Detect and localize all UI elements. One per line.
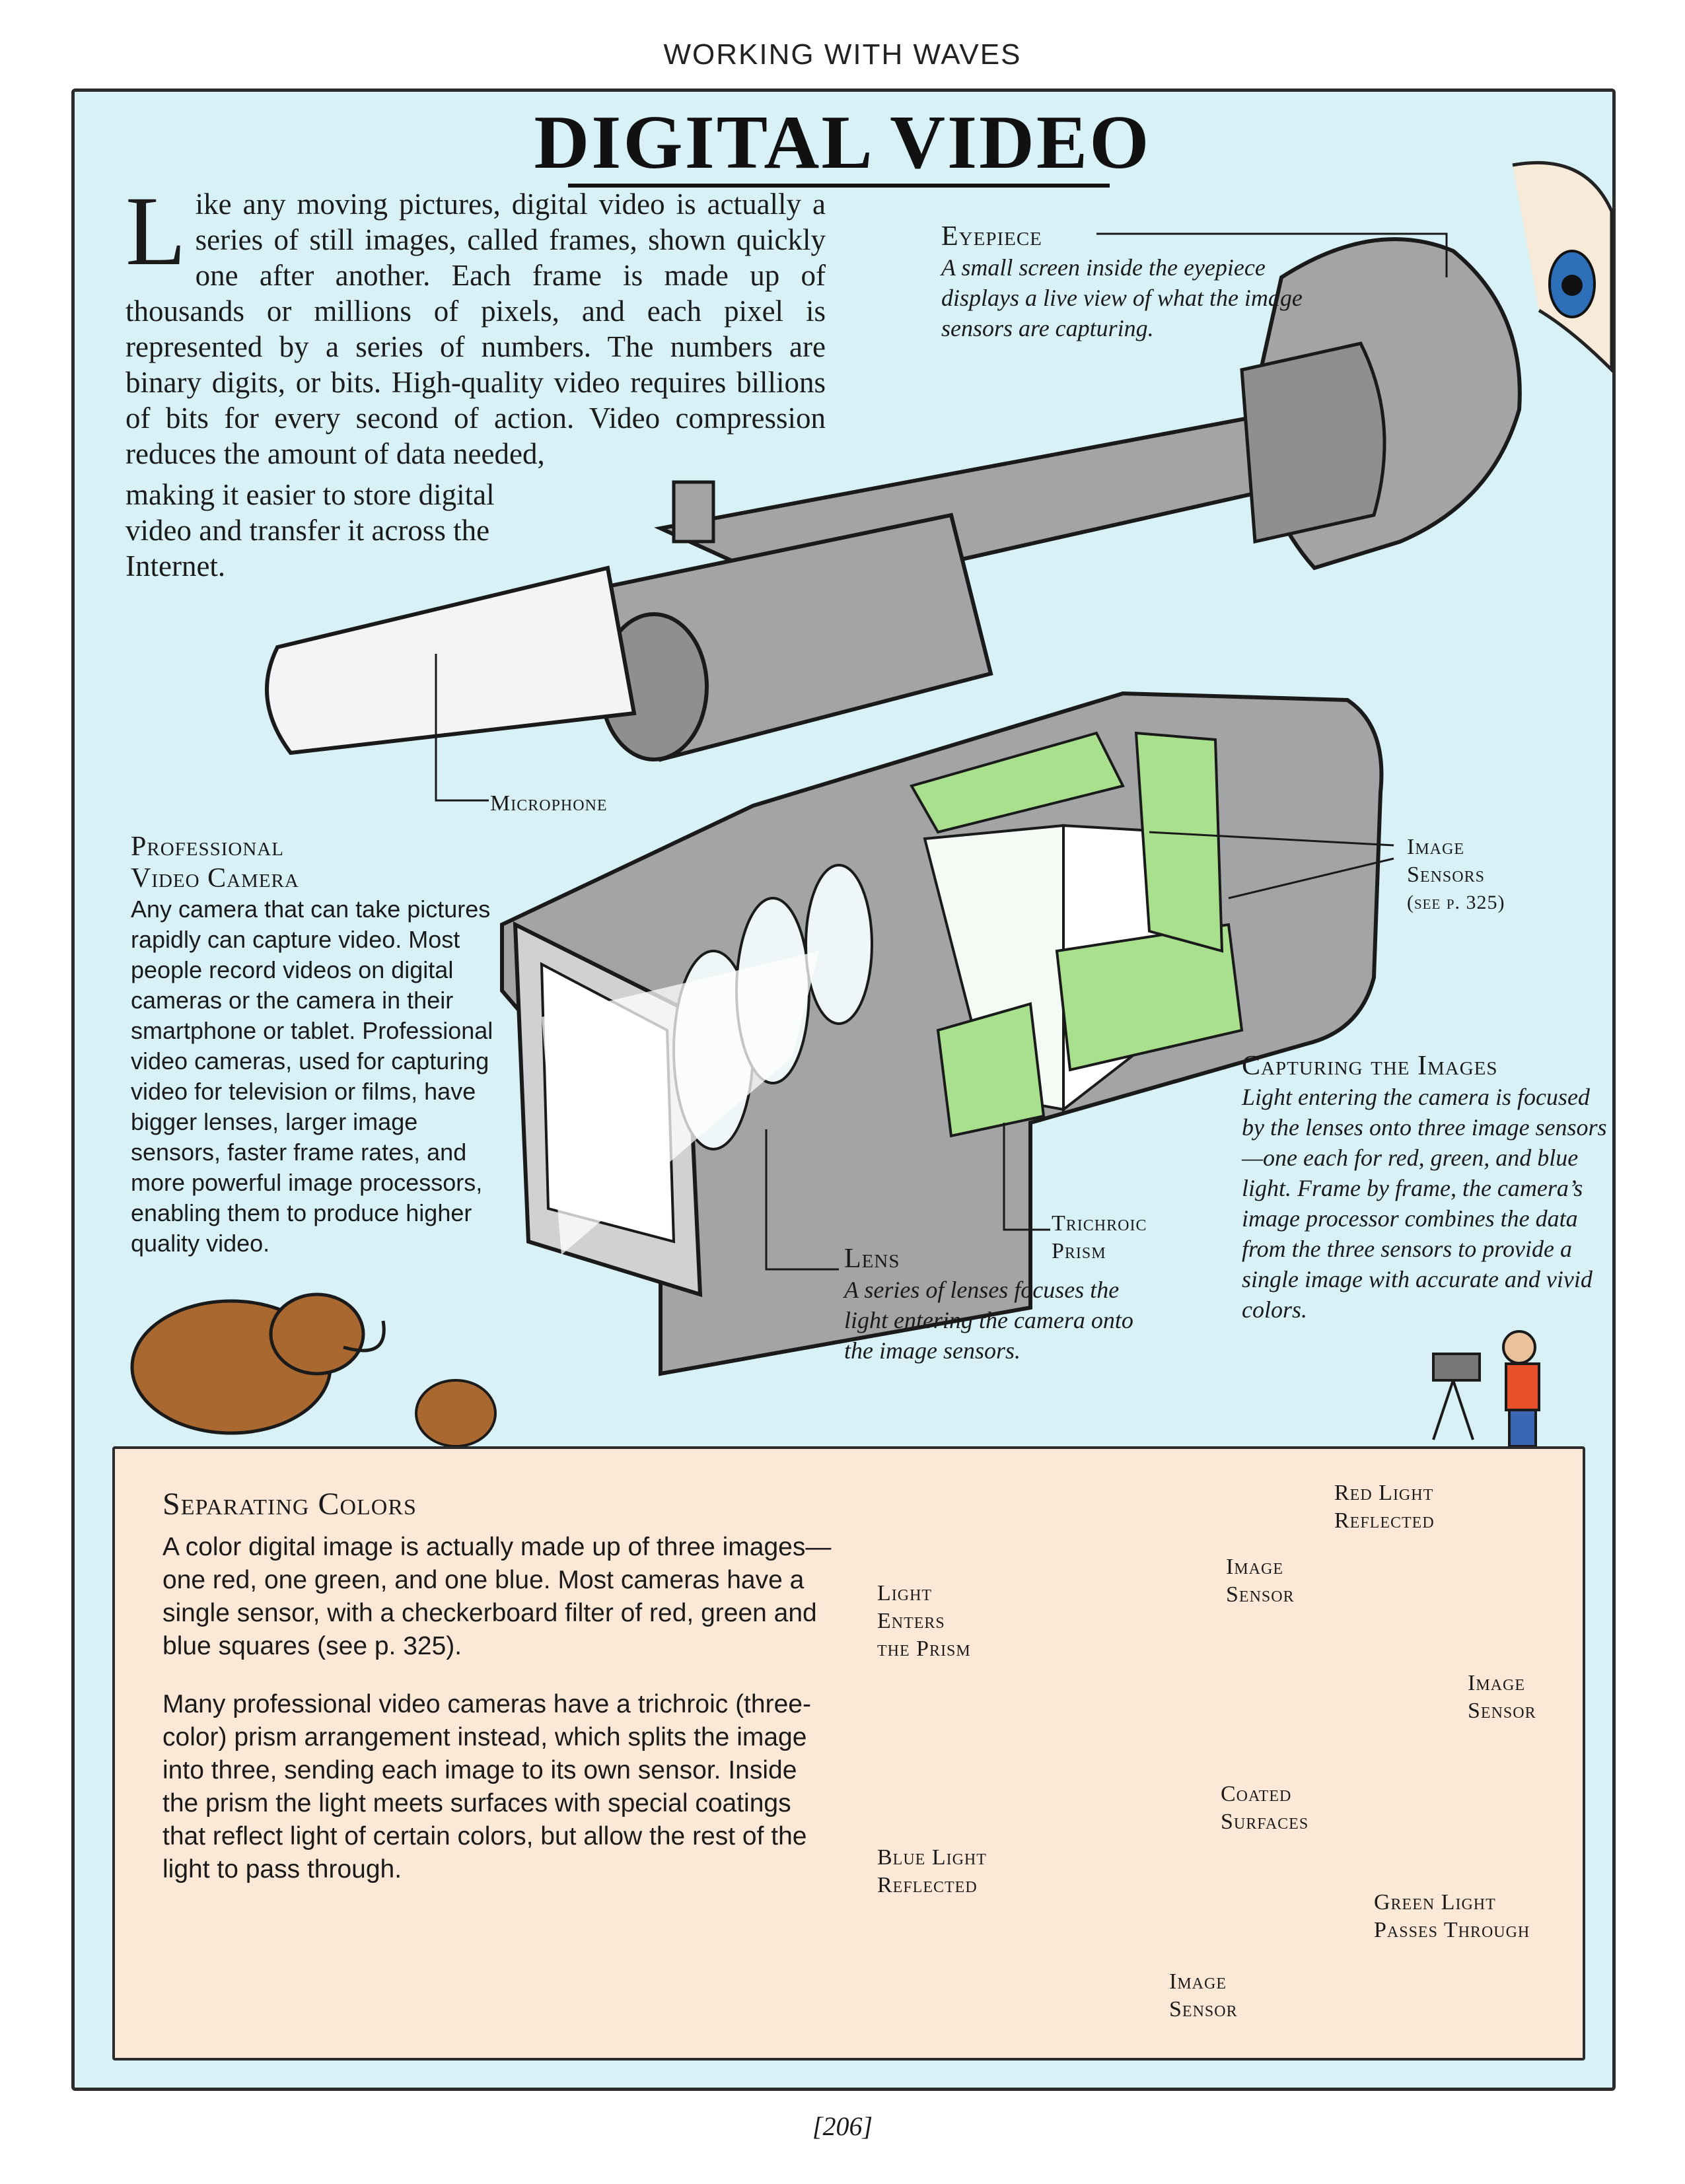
image-sensor-bottom-line1: Image [1169, 1969, 1227, 1994]
eyepiece-callout: Eyepiece A small screen inside the eyepi… [941, 221, 1311, 343]
image-sensor-right-line1: Image [1468, 1671, 1525, 1695]
separating-colors-p1: A color digital image is actually made u… [162, 1533, 832, 1660]
page-number: [206] [812, 2111, 873, 2141]
microphone-label: Microphone [490, 791, 608, 816]
intro-body: ike any moving pictures, digital video i… [125, 188, 826, 470]
mammoth-illustration [130, 1292, 497, 1448]
green-light-label: Green Light Passes Through [1374, 1889, 1530, 1944]
coated-surfaces-line2: Surfaces [1221, 1810, 1309, 1834]
image-sensors-label-line3: (see p. 325) [1407, 892, 1505, 913]
drop-cap: L [125, 176, 186, 286]
light-beam [542, 951, 819, 1255]
light-enters-line3: the Prism [877, 1637, 971, 1661]
light-enters-line1: Light [877, 1581, 933, 1605]
title-rule [568, 184, 1110, 188]
blue-light-line1: Blue Light [877, 1845, 987, 1870]
separating-colors-p2: Many professional video cameras have a t… [162, 1690, 811, 1884]
coated-surfaces-line1: Coated [1221, 1782, 1292, 1806]
red-light-label-line2: Reflected [1334, 1508, 1435, 1533]
capturing-callout: Capturing the Images Light entering the … [1242, 1050, 1612, 1325]
red-light-label: Red Light Reflected [1334, 1479, 1435, 1535]
lens-callout: Lens A series of lenses focuses the ligh… [844, 1243, 1135, 1366]
image-sensor-right-label: Image Sensor [1468, 1670, 1536, 1725]
green-light-line1: Green Light [1374, 1890, 1496, 1915]
capturing-heading: Capturing the Images [1242, 1051, 1498, 1081]
red-light-label-line1: Red Light [1334, 1481, 1434, 1505]
image-sensor-right-line2: Sensor [1468, 1699, 1536, 1723]
running-head: WORKING WITH WAVES [663, 38, 1022, 71]
trichroic-label-line2: Prism [1052, 1239, 1106, 1263]
lens-text: A series of lenses focuses the light ent… [844, 1277, 1133, 1364]
image-sensors-label-line2: Sensors [1407, 863, 1485, 887]
coated-surfaces-label: Coated Surfaces [1221, 1780, 1309, 1836]
image-sensors-label-line1: Image [1407, 835, 1464, 859]
image-sensor-top-line1: Image [1226, 1555, 1283, 1579]
light-enters-label: Light Enters the Prism [877, 1580, 971, 1663]
eyepiece-text: A small screen inside the eyepiece displ… [941, 254, 1303, 341]
green-light-line2: Passes Through [1374, 1918, 1530, 1942]
image-sensor-bottom-label: Image Sensor [1169, 1968, 1238, 2024]
lens-heading: Lens [844, 1244, 900, 1274]
prism-cutaway [909, 731, 1244, 1138]
leader-lines [435, 232, 1448, 1271]
separating-colors-panel [112, 1446, 1585, 2061]
pro-camera-callout: Professional Video Camera Any camera tha… [131, 831, 501, 1259]
pro-camera-heading-1: Professional [131, 831, 284, 862]
camera-operator-illustration [1432, 1330, 1540, 1448]
pro-camera-heading-2: Video Camera [131, 863, 299, 894]
eyepiece-heading: Eyepiece [941, 221, 1042, 252]
page-title: DIGITAL VIDEO [534, 100, 1151, 185]
separating-colors-heading: Separating Colors [162, 1487, 417, 1522]
image-sensor-bottom-line2: Sensor [1169, 1997, 1238, 2022]
light-enters-line2: Enters [877, 1609, 945, 1633]
trichroic-prism-label: Trichroic Prism [1052, 1210, 1147, 1265]
capturing-text: Light entering the camera is focused by … [1242, 1084, 1607, 1323]
intro-tail: making it easier to store digital video … [125, 478, 495, 582]
image-sensors-label: Image Sensors (see p. 325) [1407, 833, 1505, 917]
microphone-illustration [265, 565, 637, 756]
pro-camera-text: Any camera that can take pictures rapidl… [131, 896, 493, 1257]
blue-light-line2: Reflected [877, 1873, 978, 1897]
image-sensor-top-label: Image Sensor [1226, 1553, 1295, 1609]
blue-light-label: Blue Light Reflected [877, 1844, 987, 1899]
image-sensor-top-line2: Sensor [1226, 1582, 1295, 1607]
trichroic-label-line1: Trichroic [1052, 1211, 1147, 1236]
eye-illustration [1512, 160, 1614, 374]
